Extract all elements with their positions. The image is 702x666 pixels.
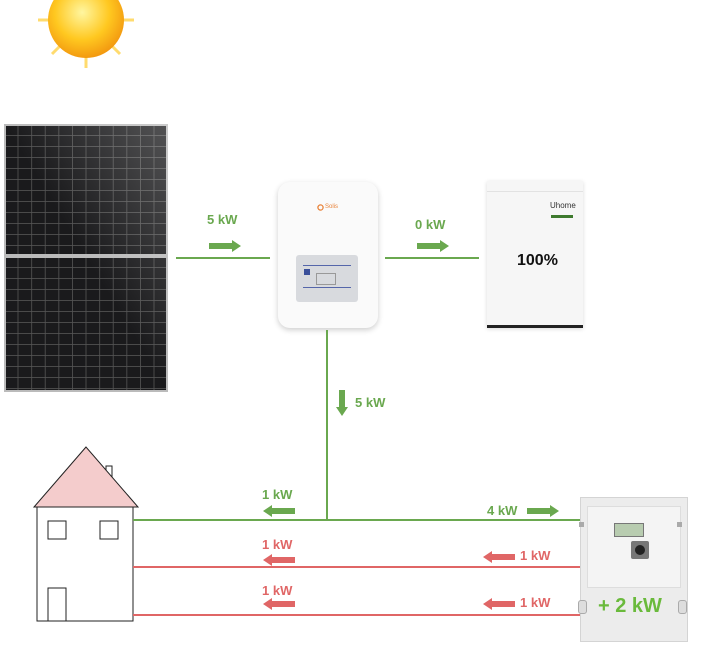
arrow-down-icon [336, 390, 348, 421]
arrow-left-icon [483, 598, 515, 610]
house-meter-green-line [133, 519, 580, 521]
arrow-right-icon [417, 240, 449, 252]
solar-panel [4, 124, 168, 392]
electricity-meter: + 2 kW [578, 497, 688, 642]
meter-knob [631, 541, 649, 559]
battery-led-indicator [551, 215, 573, 218]
solar-flow-label: 5 kW [207, 212, 238, 227]
arrow-right-icon [527, 505, 559, 517]
inverter-battery-line [385, 257, 479, 259]
arrow-left-icon [483, 551, 515, 563]
house-red-label-1: 1 kW [262, 537, 293, 552]
inverter-logo: Solis [317, 203, 338, 212]
house-meter-red-line-2 [133, 614, 580, 616]
battery: Uhome 100% [487, 181, 583, 328]
inverter-down-label: 5 kW [355, 395, 386, 410]
inverter: Solis [278, 182, 378, 328]
meter-green-label: 4 kW [487, 503, 518, 518]
arrow-left-icon [263, 505, 295, 517]
inverter-screen [296, 255, 358, 302]
inverter-brand: Solis [325, 204, 339, 210]
meter-red-label-1: 1 kW [520, 548, 551, 563]
battery-flow-label: 0 kW [415, 217, 446, 232]
house-red-label-2: 1 kW [262, 583, 293, 598]
sun-icon [36, 0, 136, 70]
arrow-left-icon [263, 598, 295, 610]
arrow-left-icon [263, 554, 295, 566]
inverter-logo-icon [317, 204, 324, 211]
arrow-right-icon [209, 240, 241, 252]
solar-inverter-line [176, 257, 270, 259]
battery-charge: 100% [517, 252, 558, 269]
meter-value: + 2 kW [598, 595, 662, 617]
house-meter-red-line-1 [133, 566, 580, 568]
inverter-down-line [326, 330, 328, 521]
house-green-label: 1 kW [262, 487, 293, 502]
battery-brand: Uhome [550, 201, 576, 210]
meter-red-label-2: 1 kW [520, 595, 551, 610]
house-icon [32, 445, 140, 625]
meter-display [614, 523, 644, 537]
